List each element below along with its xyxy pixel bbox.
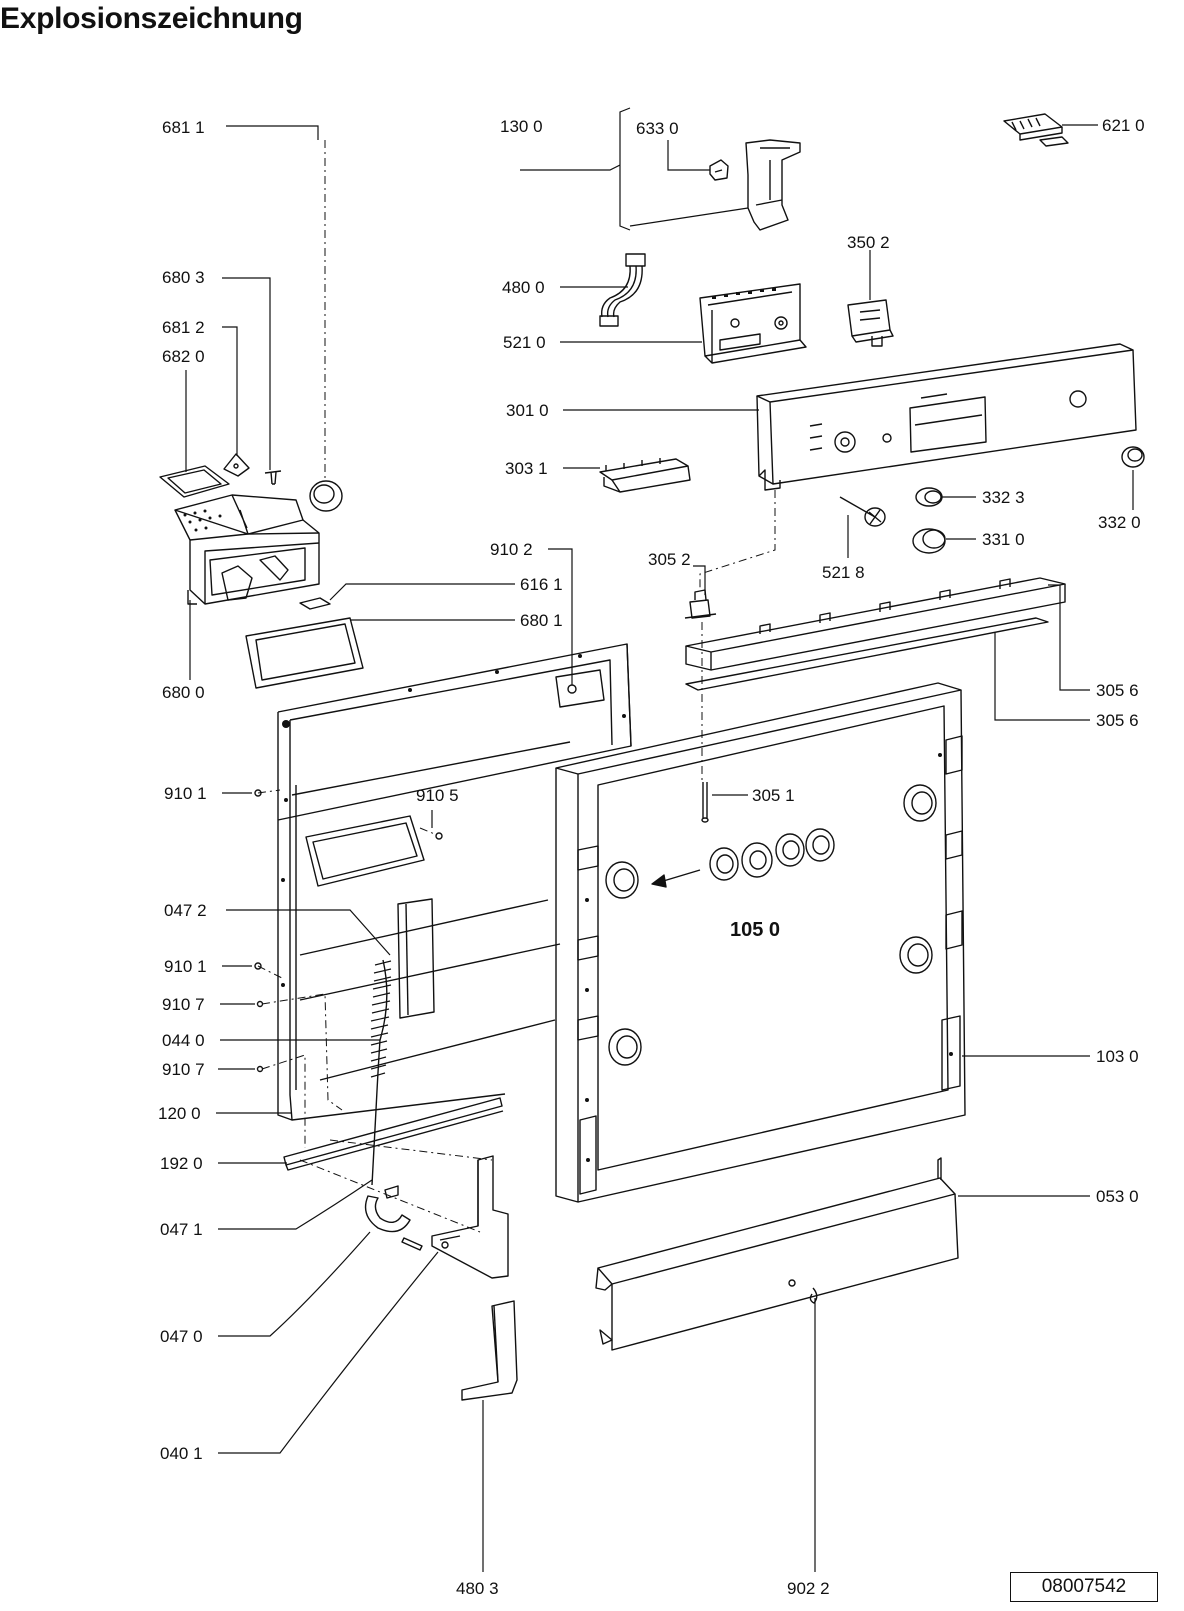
label-480-0: 480 0 [502, 278, 545, 297]
door-bumpers [605, 784, 937, 1066]
label-332-3: 332 3 [982, 488, 1025, 507]
label-053-0: 053 0 [1096, 1187, 1139, 1206]
label-910-5: 910 5 [416, 786, 459, 805]
foot-bracket [461, 1300, 518, 1401]
bumper-set [709, 828, 835, 881]
label-633-0: 633 0 [636, 119, 679, 138]
label-681-1: 681 1 [162, 118, 205, 137]
label-044-0: 044 0 [162, 1031, 205, 1050]
wire-harness [599, 253, 646, 327]
hinge-clip [684, 589, 717, 619]
label-680-3: 680 3 [162, 268, 205, 287]
small-screws [254, 789, 443, 1073]
door-switch-assembly [709, 139, 801, 231]
label-301-0: 301 0 [506, 401, 549, 420]
label-047-1: 047 1 [160, 1220, 203, 1239]
label-103-0: 103 0 [1096, 1047, 1139, 1066]
label-120-0: 120 0 [158, 1104, 201, 1123]
label-621-0: 621 0 [1102, 116, 1145, 135]
door-hinge-bracket [364, 1155, 509, 1279]
label-902-2: 902 2 [787, 1579, 830, 1598]
control-panel [756, 343, 1137, 491]
label-130-0: 130 0 [500, 117, 543, 136]
label-105-0: 105 0 [730, 919, 780, 941]
label-192-0: 192 0 [160, 1154, 203, 1173]
page-title: Explosionszeichnung [0, 2, 303, 35]
label-305-2: 305 2 [648, 550, 691, 569]
switch-module [847, 299, 894, 347]
inner-door-panel [277, 643, 632, 1121]
label-305-6b: 305 6 [1096, 711, 1139, 730]
label-910-1a: 910 1 [164, 784, 207, 803]
dispenser-latch [599, 458, 691, 493]
label-305-6a: 305 6 [1096, 681, 1139, 700]
label-332-0: 332 0 [1098, 513, 1141, 532]
label-521-8: 521 8 [822, 563, 865, 582]
label-331-0: 331 0 [982, 530, 1025, 549]
label-303-1: 303 1 [505, 459, 548, 478]
door-screw [701, 782, 709, 823]
label-681-2: 681 2 [162, 318, 205, 337]
label-910-7b: 910 7 [162, 1060, 205, 1079]
label-680-0: 680 0 [162, 683, 205, 702]
label-047-2: 047 2 [164, 901, 207, 920]
door-bottom-rail [283, 1097, 504, 1171]
leader-lines [185, 107, 1134, 1572]
connector-block [1003, 113, 1069, 147]
label-616-1: 616 1 [520, 575, 563, 594]
part-labels: 681 1 680 3 681 2 682 0 680 0 616 1 680 … [158, 116, 1145, 1598]
label-305-1: 305 1 [752, 786, 795, 805]
detergent-dispenser [159, 453, 364, 689]
label-521-0: 521 0 [503, 333, 546, 352]
label-910-1b: 910 1 [164, 957, 207, 976]
assembly-lines [257, 140, 776, 1233]
label-350-2: 350 2 [847, 233, 890, 252]
label-680-1: 680 1 [520, 611, 563, 630]
label-682-0: 682 0 [162, 347, 205, 366]
kick-plate [595, 1157, 959, 1351]
electronic-control-board [699, 283, 807, 364]
door-spring [370, 959, 392, 1186]
label-040-1: 040 1 [160, 1444, 203, 1463]
label-910-2: 910 2 [490, 540, 533, 559]
label-480-3: 480 3 [456, 1579, 499, 1598]
label-047-0: 047 0 [160, 1327, 203, 1346]
door-top-rail [685, 577, 1066, 691]
drawing-number: 08007542 [1010, 1572, 1158, 1602]
label-910-7a: 910 7 [162, 995, 205, 1014]
control-knobs [839, 446, 1145, 554]
outer-door-panel [555, 682, 966, 1203]
